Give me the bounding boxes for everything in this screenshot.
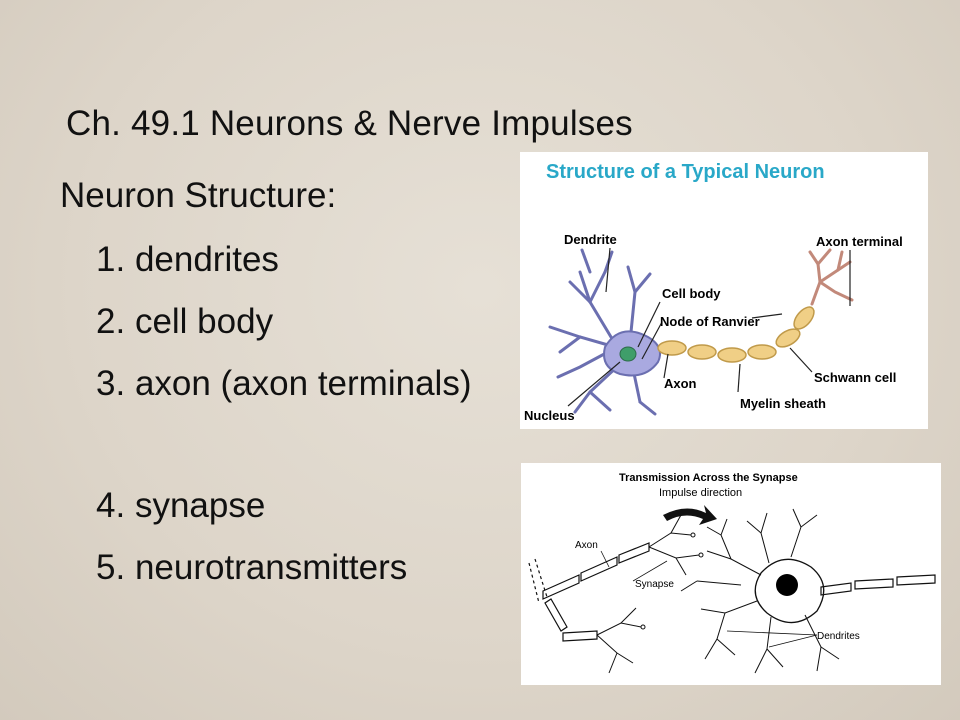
list-item: 2. cell body [96, 302, 273, 342]
list-item-text: neurotransmitters [134, 548, 408, 587]
list-item-number: 3. [96, 364, 126, 403]
figure-title: Structure of a Typical Neuron [546, 161, 825, 183]
list-item: 5. neurotransmitters [96, 548, 407, 588]
label-axon-terminal: Axon terminal [816, 234, 903, 249]
dendrite-branches [548, 248, 657, 416]
label-node-of-ranvier: Node of Ranvier [660, 314, 760, 329]
label-schwann-cell: Schwann cell [814, 370, 896, 385]
impulse-arrow-icon [663, 505, 717, 525]
list-item-number: 1. [96, 240, 126, 279]
list-item-text: dendrites [134, 240, 279, 279]
list-item: 3. axon (axon terminals) [96, 364, 471, 404]
axon-segments [528, 542, 650, 642]
label-nucleus: Nucleus [524, 408, 575, 423]
list-item-text: cell body [134, 302, 274, 341]
axon-terminals [596, 514, 704, 674]
leader-lines [567, 247, 851, 407]
slide-title: Ch. 49.1 Neurons & Nerve Impulses [66, 104, 633, 143]
label-cell-body: Cell body [662, 286, 721, 301]
list-item-number: 2. [96, 302, 126, 341]
outgoing-axon [820, 574, 936, 596]
list-item-number: 5. [96, 548, 126, 587]
label-axon: Axon [664, 376, 697, 391]
post-synaptic-cell-body [754, 558, 825, 624]
synapse-diagram: Transmission Across the Synapse Impulse … [528, 472, 936, 674]
dendrite-branches [680, 508, 840, 674]
list-item-number: 4. [96, 486, 126, 525]
synapse-transmission-figure: Transmission Across the Synapse Impulse … [521, 463, 941, 685]
label-impulse-direction: Impulse direction [659, 487, 742, 499]
neuron-structure-figure: Structure of a Typical Neuron [520, 152, 928, 429]
label-dendrites: Dendrites [817, 631, 860, 642]
label-myelin-sheath: Myelin sheath [740, 396, 826, 411]
label-axon: Axon [575, 540, 598, 551]
label-synapse: Synapse [635, 579, 674, 590]
nucleus-shape [619, 346, 637, 362]
list-item: 4. synapse [96, 486, 265, 526]
list-item: 1. dendrites [96, 240, 279, 280]
label-dendrite: Dendrite [564, 232, 617, 247]
section-heading: Neuron Structure: [60, 176, 337, 215]
figure-title: Transmission Across the Synapse [619, 472, 798, 484]
leader-lines [600, 550, 818, 648]
list-item-text: axon (axon terminals) [134, 364, 472, 403]
axon-terminal-branches [808, 248, 854, 306]
list-item-text: synapse [134, 486, 266, 525]
neuron-diagram: Structure of a Typical Neuron [524, 161, 903, 423]
myelin-segments [657, 306, 815, 363]
nucleus-dot [776, 574, 798, 596]
